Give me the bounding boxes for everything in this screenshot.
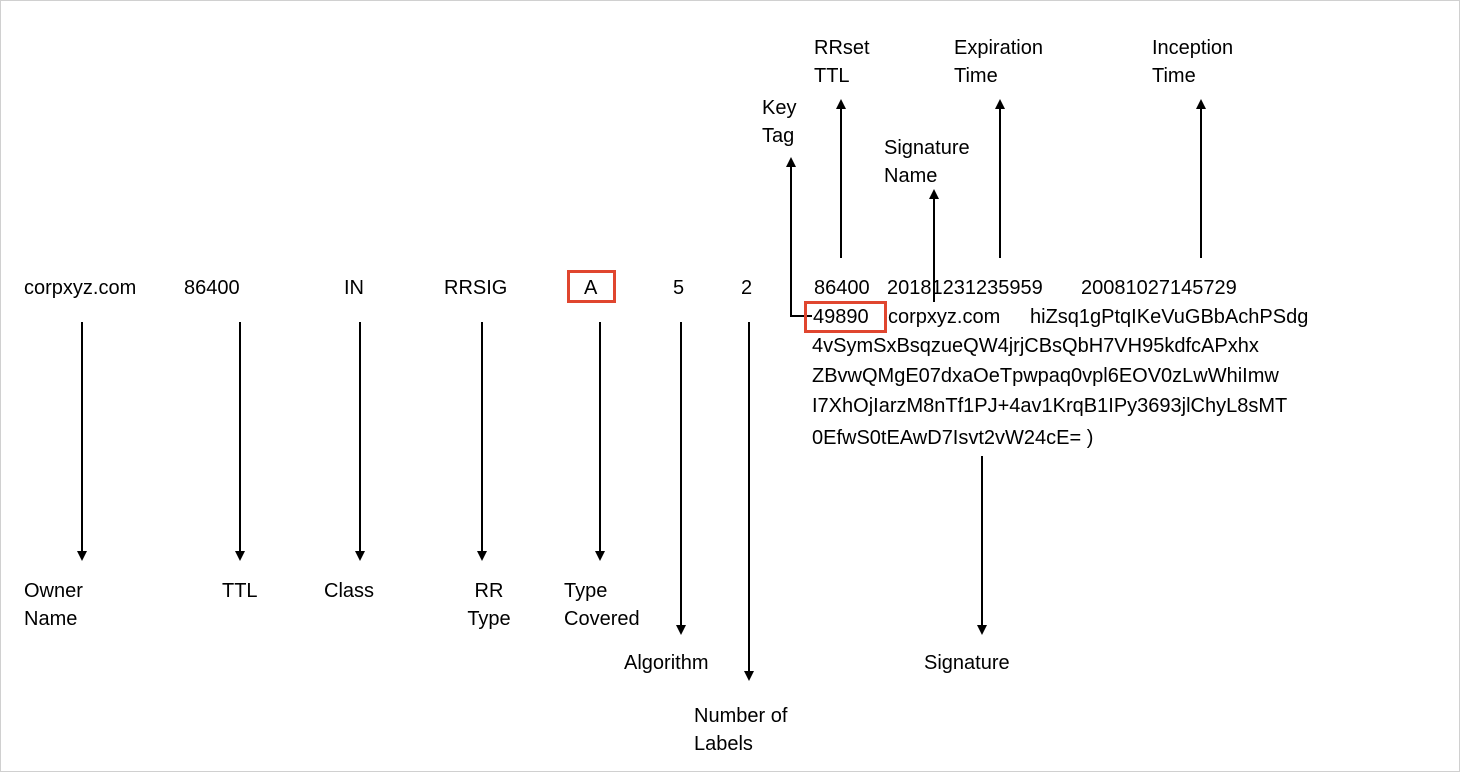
owner-value: corpxyz.com (24, 277, 137, 299)
inception-value: 20081027145729 (1081, 277, 1237, 299)
signature-part: hiZsq1gPtqIKeVuGBbAchPSdg (1030, 306, 1309, 328)
signature-line: 4vSymSxBsqzueQW4jrjCBsQbH7VH95kdfcAPxhx (812, 335, 1259, 357)
signature-line: 0EfwS0tEAwD7Isvt2vW24cE= ) (812, 427, 1094, 449)
expiration-value: 20181231235959 (887, 277, 1043, 299)
signature-line: I7XhOjIarzM8nTf1PJ+4av1KrqB1IPy3693jlChy… (812, 395, 1288, 417)
label-algorithm: Algorithm (624, 652, 709, 674)
type-covered-value: A (584, 277, 598, 299)
algorithm-value: 5 (673, 277, 685, 299)
rrset-ttl-value: 86400 (814, 277, 870, 299)
key-tag-highlight (804, 301, 887, 333)
label-signature: Signature (924, 652, 1010, 674)
label-ttl: TTL (222, 580, 258, 602)
signature-line: ZBvwQMgE07dxaOeTpwpaq0vpl6EOV0zLwWhiImw (812, 365, 1279, 387)
class-value: IN (344, 277, 364, 299)
key-tag-value: 49890 (813, 306, 869, 328)
labels-value: 2 (741, 277, 753, 299)
rr-type-value: RRSIG (444, 277, 508, 299)
type-covered-highlight (567, 270, 616, 303)
ttl-value: 86400 (184, 277, 240, 299)
signer-value: corpxyz.com (888, 306, 1001, 328)
arrow-key-tag (786, 157, 812, 317)
label-class: Class (324, 580, 375, 602)
